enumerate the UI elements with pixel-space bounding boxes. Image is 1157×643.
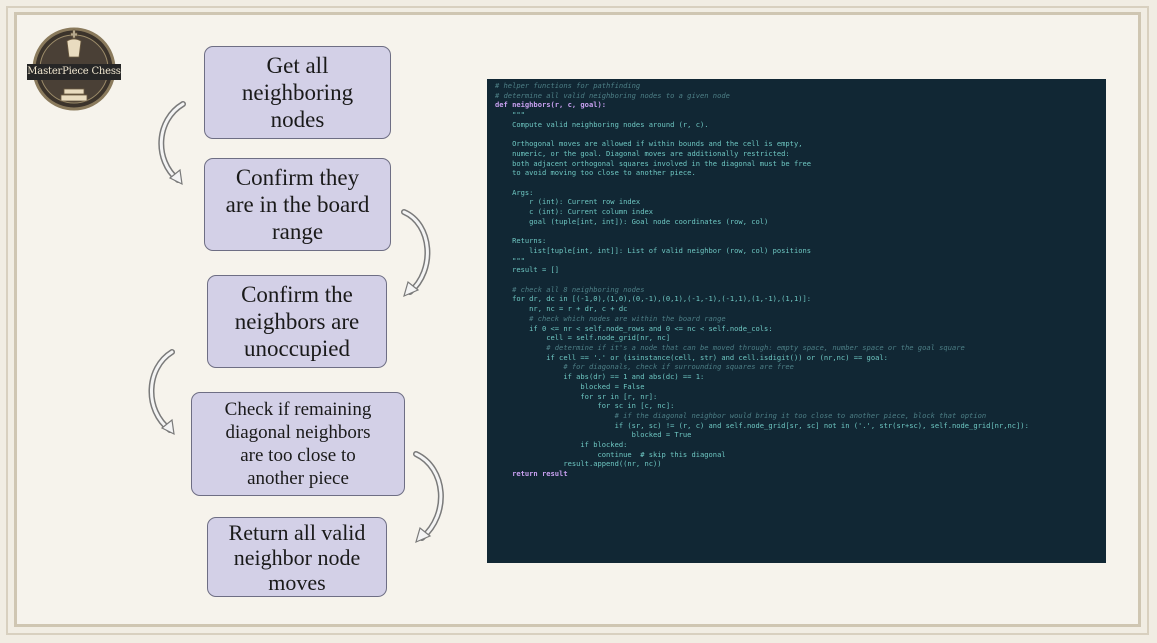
code-line: Args: (495, 187, 534, 197)
code-line: # check all 8 neighboring nodes (495, 284, 645, 294)
code-line: both adjacent orthogonal squares involve… (495, 158, 812, 168)
step-line: neighboring (241, 80, 354, 105)
code-line: nr, nc = r + dr, c + dc (495, 304, 628, 314)
step-line: diagonal neighbors (225, 422, 371, 443)
code-line: # helper functions for pathfinding (495, 81, 641, 90)
code-line: for sr in [r, nr]: (495, 391, 658, 401)
step-return-moves: Return all valid neighbor node moves (207, 517, 387, 597)
step-check-diagonals: Check if remaining diagonal neighbors ar… (191, 392, 405, 496)
step-line: moves (268, 569, 326, 595)
logo-text: MasterPiece Chess (27, 64, 121, 80)
step-line: are too close to (240, 445, 356, 466)
code-line: list[tuple[int, int]]: List of valid nei… (495, 245, 812, 255)
step-line: neighbor node (233, 544, 361, 570)
curved-arrow-icon (401, 209, 431, 298)
code-line: for dr, dc in [(-1,0),(1,0),(0,-1),(0,1)… (495, 294, 812, 304)
code-line: cell = self.node_grid[nr, nc] (495, 333, 671, 343)
code-line: r (int): Current row index (495, 197, 641, 207)
code-line: numeric, or the goal. Diagonal moves are… (495, 148, 790, 158)
code-line: continue # skip this diagonal (495, 449, 726, 459)
code-line: if cell == '.' or (isinstance(cell, str)… (495, 352, 888, 362)
step-confirm-range: Confirm they are in the board range (204, 158, 391, 251)
step-line: nodes (270, 107, 325, 132)
step-line: range (271, 219, 324, 244)
code-line: if blocked: (495, 440, 628, 450)
code-line: result.append((nr, nc)) (495, 459, 662, 469)
code-line: """ (495, 255, 525, 265)
step-line: neighbors are (234, 309, 360, 334)
code-line: goal (tuple[int, int]): Goal node coordi… (495, 216, 769, 226)
curved-arrow-icon (148, 349, 175, 436)
code-line: return result (495, 469, 568, 479)
step-line: Check if remaining (224, 399, 372, 420)
outer-frame (6, 6, 1149, 635)
code-line: def neighbors(r, c, goal): (495, 100, 607, 110)
code-line: blocked = False (495, 381, 645, 391)
code-panel: # helper functions for pathfinding # det… (487, 79, 1106, 563)
step-confirm-unoccupied: Confirm the neighbors are unoccupied (207, 275, 387, 368)
step-line: Confirm they (235, 165, 360, 190)
code-line: Orthogonal moves are allowed if within b… (495, 139, 803, 149)
code-line: for sc in [c, nc]: (495, 401, 675, 411)
step-line: Confirm the (241, 282, 353, 307)
code-line: to avoid moving too close to another pie… (495, 168, 696, 178)
curved-arrow-icon (413, 451, 444, 544)
step-line: Get all (266, 53, 329, 78)
curved-arrow-icon (158, 101, 186, 186)
code-line: if (sr, sc) != (r, c) and self.node_grid… (495, 420, 1029, 430)
code-line: # if the diagonal neighbor would bring i… (495, 410, 987, 420)
code-block: # helper functions for pathfinding # det… (495, 81, 1106, 479)
code-line: blocked = True (495, 430, 692, 440)
code-line: # determine all valid neighboring nodes … (495, 90, 730, 100)
code-line: if 0 <= nr < self.node_rows and 0 <= nc … (495, 323, 773, 333)
step-line: are in the board (225, 192, 370, 217)
step-line: Return all valid (228, 519, 366, 545)
code-line: # check which nodes are within the board… (495, 313, 726, 323)
step-line: another piece (247, 468, 349, 489)
code-line: # determine if it's a node that can be m… (495, 342, 965, 352)
step-get-neighbors: Get all neighboring nodes (204, 46, 391, 139)
code-line: Returns: (495, 236, 547, 246)
code-line: Compute valid neighboring nodes around (… (495, 119, 709, 129)
code-line: """ (495, 110, 525, 120)
step-line: unoccupied (243, 336, 350, 361)
code-line: if abs(dr) == 1 and abs(dc) == 1: (495, 372, 705, 382)
code-line: c (int): Current column index (495, 207, 654, 217)
code-line: result = [] (495, 265, 560, 275)
code-line: # for diagonals, check if surrounding sq… (495, 362, 794, 372)
